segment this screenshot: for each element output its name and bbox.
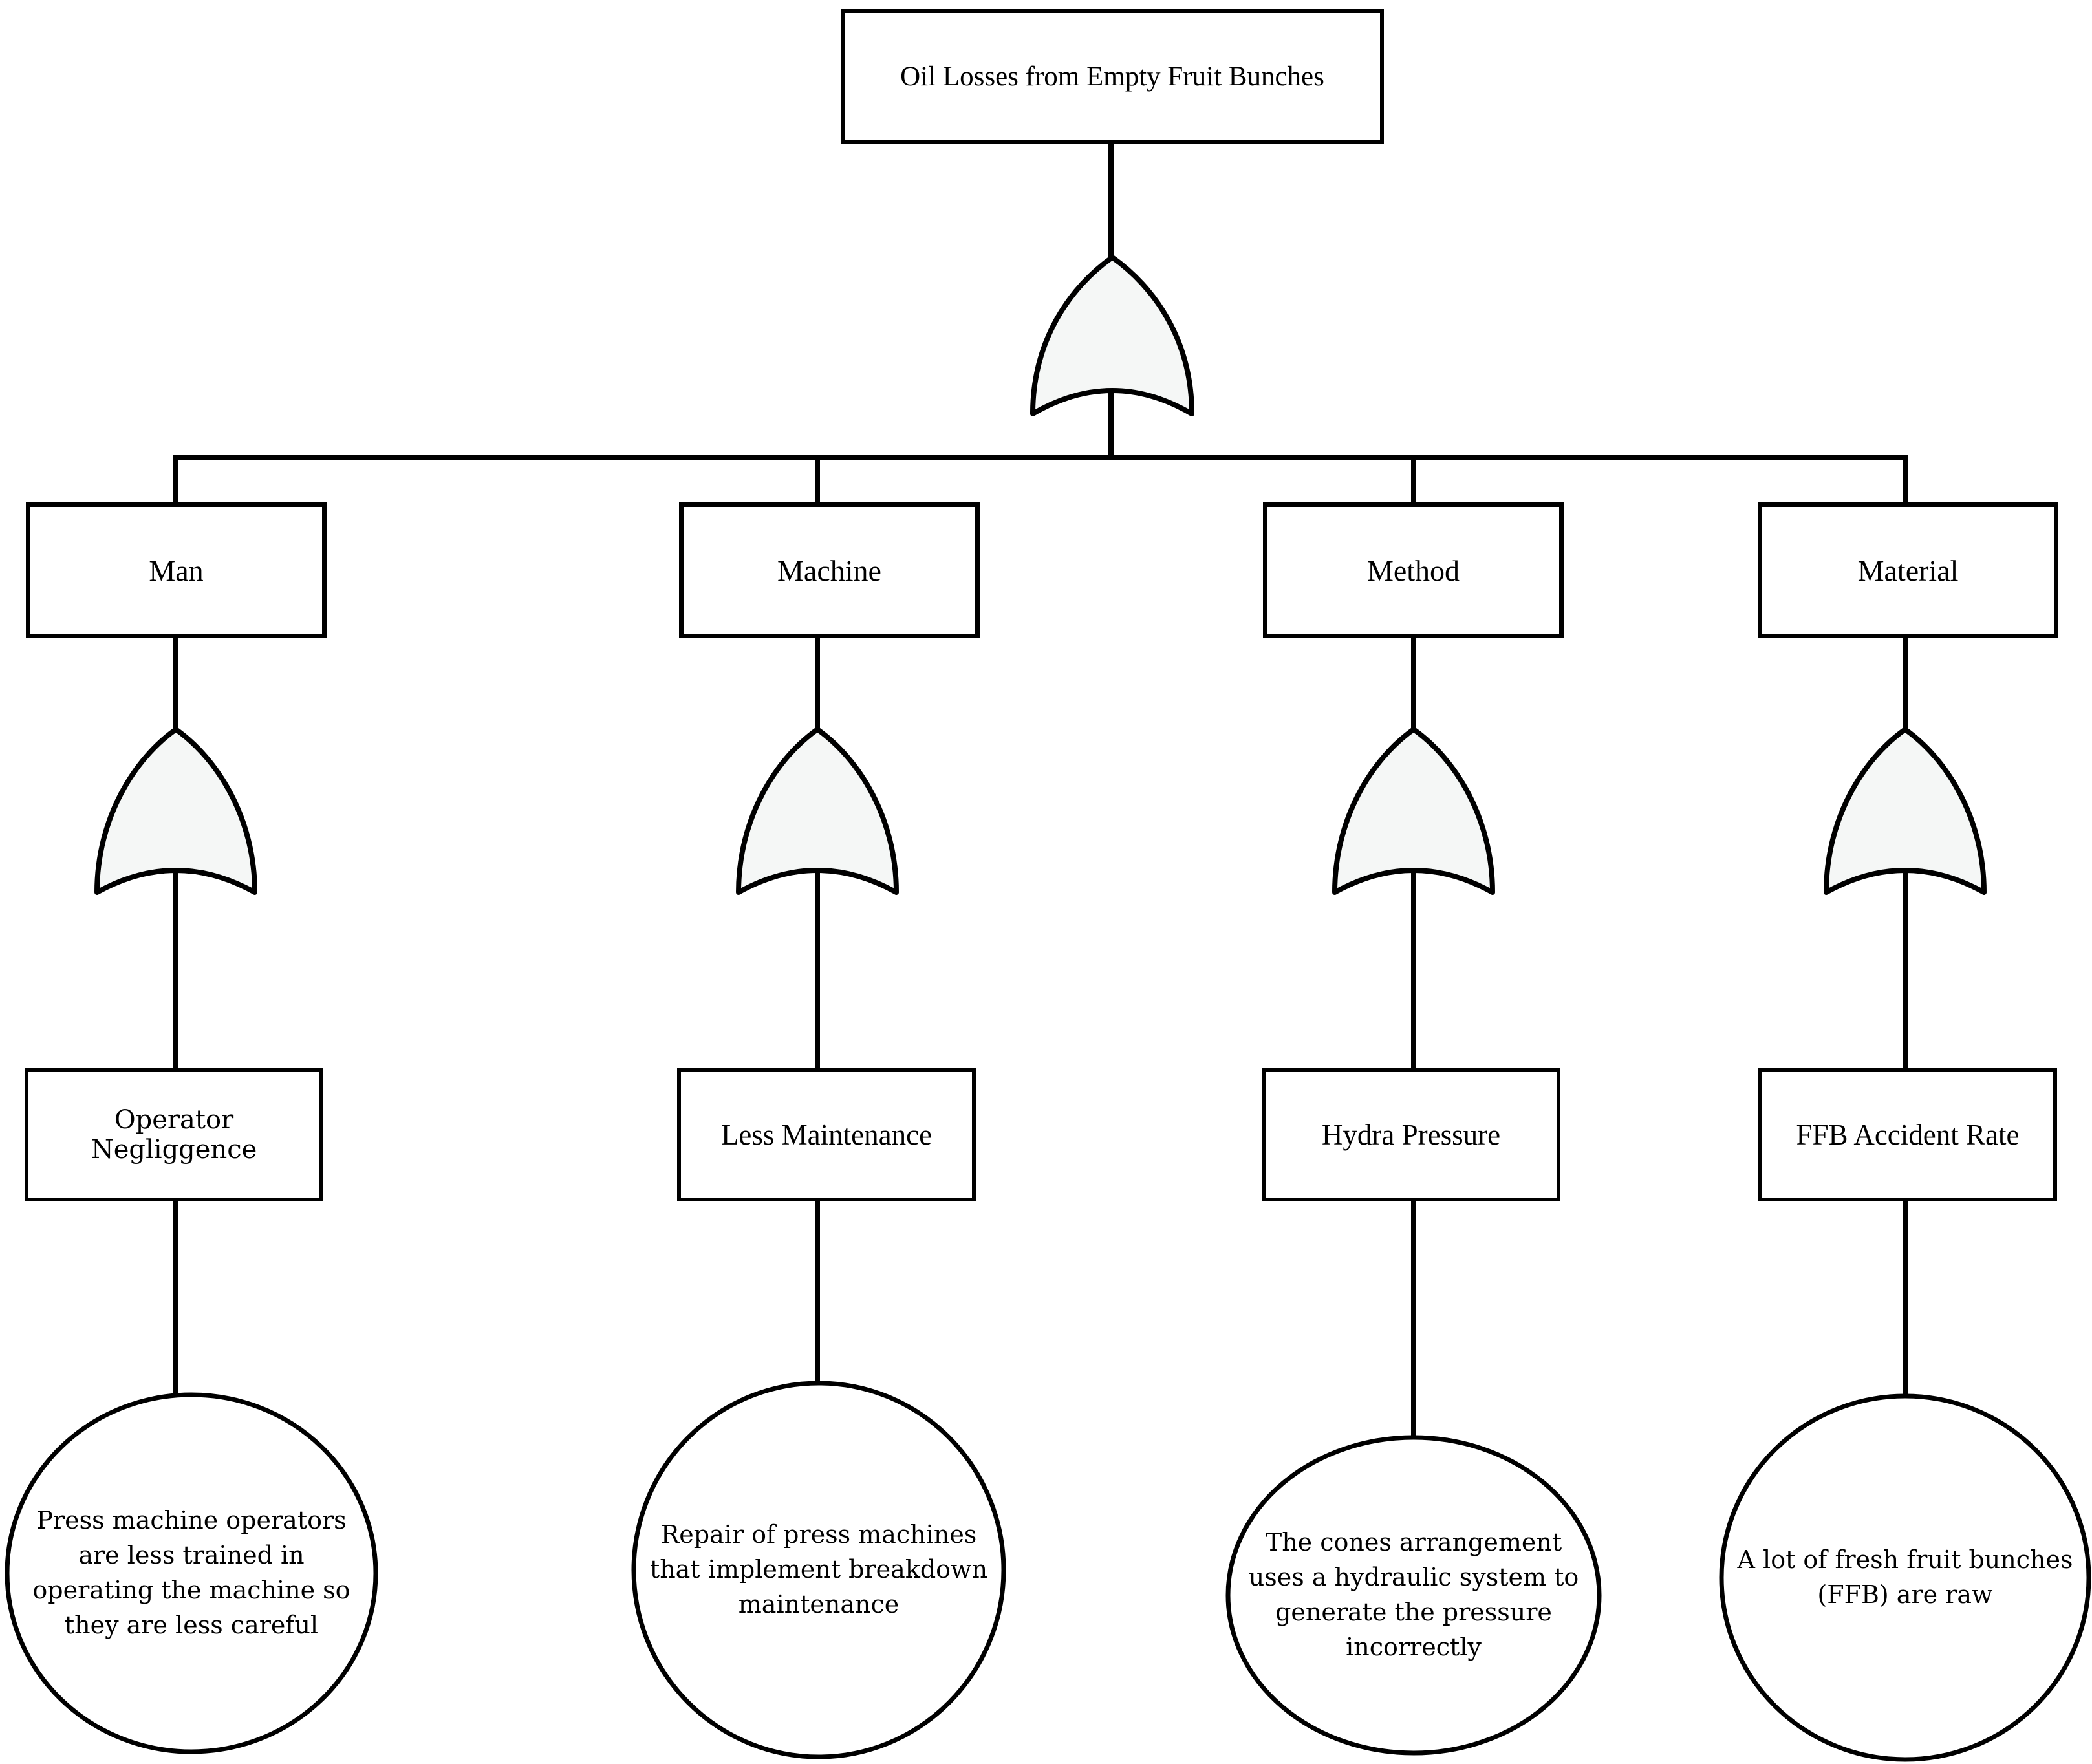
category-box-method: Method bbox=[1263, 502, 1564, 638]
intermediate-label-ffb-accident-rate: FFB Accident Rate bbox=[1796, 1119, 2020, 1151]
top-event-box: Oil Losses from Empty Fruit Bunches bbox=[841, 9, 1384, 144]
category-label-method: Method bbox=[1366, 554, 1460, 587]
or-gate-top bbox=[1030, 255, 1194, 416]
basic-event-circle-machine bbox=[631, 1381, 1006, 1759]
category-box-material: Material bbox=[1758, 502, 2058, 638]
basic-event-circle-method bbox=[1225, 1435, 1602, 1756]
category-label-material: Material bbox=[1857, 554, 1959, 587]
intermediate-box-less-maintenance: Less Maintenance bbox=[677, 1068, 976, 1201]
category-label-machine: Machine bbox=[777, 554, 881, 587]
basic-event-circle-man bbox=[5, 1392, 378, 1754]
intermediate-label-less-maintenance: Less Maintenance bbox=[720, 1119, 933, 1151]
intermediate-label-operator-negliggence: Operator Negliggence bbox=[91, 1105, 257, 1165]
or-gate-machine bbox=[736, 727, 899, 895]
intermediate-label-hydra-pressure: Hydra Pressure bbox=[1321, 1119, 1501, 1151]
or-gate-method bbox=[1332, 727, 1495, 895]
top-event-label: Oil Losses from Empty Fruit Bunches bbox=[900, 61, 1324, 92]
or-gate-material bbox=[1824, 727, 1987, 895]
intermediate-box-ffb-accident-rate: FFB Accident Rate bbox=[1758, 1068, 2057, 1201]
intermediate-box-hydra-pressure: Hydra Pressure bbox=[1262, 1068, 1560, 1201]
category-box-machine: Machine bbox=[679, 502, 980, 638]
or-gate-man bbox=[94, 727, 257, 895]
intermediate-box-operator-negliggence: Operator Negliggence bbox=[25, 1068, 323, 1201]
category-label-man: Man bbox=[149, 554, 204, 587]
basic-event-circle-material bbox=[1719, 1393, 2091, 1762]
category-box-man: Man bbox=[26, 502, 327, 638]
